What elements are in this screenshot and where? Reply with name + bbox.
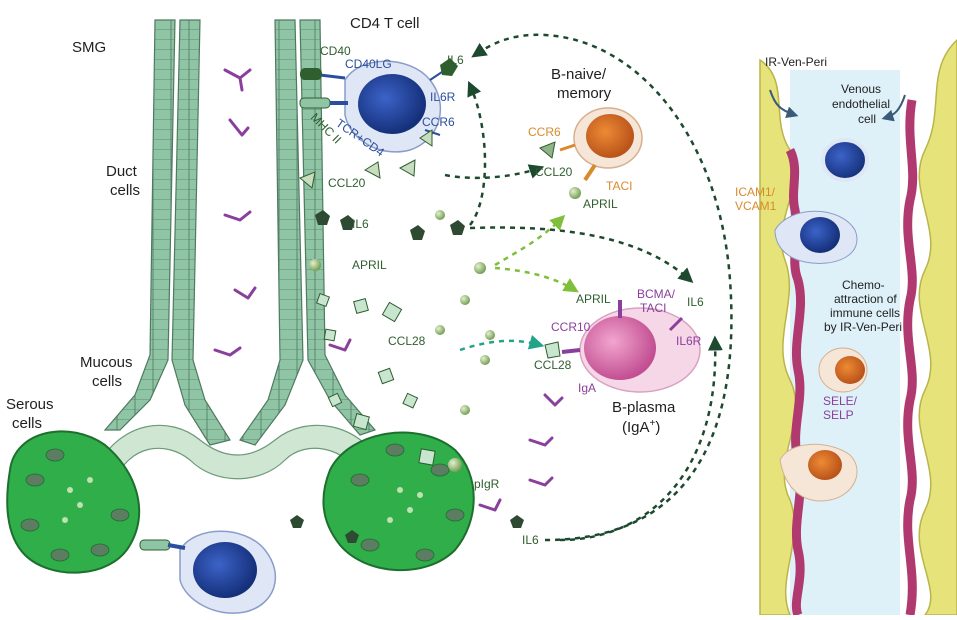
label-smg: SMG — [72, 39, 106, 56]
label-chemo-1: Chemo- — [842, 278, 885, 292]
arrow-ccl28-to-plasma — [459, 334, 545, 352]
b-naive-cell — [539, 107, 643, 199]
label-taci-b: TACI — [606, 179, 632, 193]
duct-system — [6, 19, 475, 574]
label-duct-2: cells — [110, 182, 140, 199]
label-icam-2: VCAM1 — [735, 199, 777, 213]
label-il6-bottom: IL6 — [522, 533, 539, 547]
ccl20-ligand-b — [539, 141, 556, 159]
label-il6-mid: IL6 — [352, 217, 369, 231]
april-ligands — [309, 210, 495, 472]
label-icam-1: ICAM1/ — [735, 185, 776, 199]
label-serous-1: Serous — [6, 396, 54, 413]
il6-ligands — [290, 210, 524, 543]
label-pigr: pIgR — [474, 477, 500, 491]
serous-acinus-left — [6, 430, 141, 574]
label-mucous-2: cells — [92, 373, 122, 390]
label-chemo-3: immune cells — [830, 306, 900, 320]
label-chemo-4: by IR-Ven-Peri — [824, 320, 902, 334]
label-sele-1: SELE/ — [823, 394, 858, 408]
taci-b-receptor — [583, 163, 597, 182]
cd4-t-cell-bottom — [139, 530, 276, 614]
label-il6-plasma: IL6 — [687, 295, 704, 309]
label-april-mid: APRIL — [352, 258, 387, 272]
label-ccr10: CCR10 — [551, 320, 591, 334]
serous-nuclei — [20, 443, 465, 562]
label-ir-ven-peri: IR-Ven-Peri — [765, 55, 827, 69]
label-mucous-1: Mucous — [80, 354, 133, 371]
arrow-il6-to-plasma — [469, 226, 694, 284]
label-bcma-1: BCMA/ — [637, 287, 676, 301]
label-cd40lg: CD40LG — [345, 57, 392, 71]
label-venous-1: Venous — [841, 82, 881, 96]
left-duct-wall-inner — [171, 19, 231, 446]
ccr6-b-receptor — [559, 143, 576, 152]
arrow-ccl20-to-b — [444, 164, 545, 180]
label-ccr6-b: CCR6 — [528, 125, 561, 139]
arrow-il6-bottom-to-plasma — [559, 335, 723, 542]
label-ccl20-left: CCL20 — [328, 176, 366, 190]
label-il6r-plasma: IL6R — [676, 334, 702, 348]
iga-antibodies — [213, 68, 564, 512]
il6r-plasma-receptor — [668, 316, 684, 332]
label-ccl28-mid: CCL28 — [388, 334, 426, 348]
label-venous-3: cell — [858, 112, 876, 126]
arrow-april-to-plasma — [494, 266, 579, 293]
label-cd4-t-cell: CD4 T cell — [350, 15, 419, 32]
ccl28-ligands — [315, 292, 436, 466]
ccl20-ligands — [299, 129, 433, 189]
label-sele-2: SELP — [823, 408, 854, 422]
mhc-ii — [299, 97, 331, 109]
april-ligand-b — [569, 187, 581, 199]
label-b-naive-1: B-naive/ — [551, 66, 607, 83]
ccl28-ligand-plasma — [544, 341, 561, 359]
b-plasma-cell — [544, 300, 701, 393]
label-cd40: CD40 — [320, 44, 351, 58]
label-il6-top: IL6 — [447, 53, 464, 67]
vessel-wall-right — [918, 38, 957, 616]
label-b-plasma-2: (IgA+) — [622, 418, 660, 436]
label-serous-2: cells — [12, 415, 42, 432]
vessel-panel — [759, 38, 957, 617]
arrow-il6-to-t — [467, 80, 487, 226]
label-bcma-2: TACI — [640, 301, 666, 315]
serous-granules — [62, 477, 423, 523]
label-iga: IgA — [578, 381, 596, 395]
label-b-naive-2: memory — [557, 85, 612, 102]
vessel-pink-left — [785, 147, 805, 617]
cd40-receptor — [300, 68, 322, 80]
vessel-pink-right — [903, 99, 918, 616]
label-ccr6-t: CCR6 — [422, 115, 455, 129]
label-duct-1: Duct — [106, 163, 138, 180]
label-ccl20-b: CCL20 — [535, 165, 573, 179]
cd40lg-receptor — [319, 73, 346, 80]
right-duct-wall — [299, 19, 377, 436]
arrow-il6-loop-top — [471, 33, 733, 542]
ccr10-receptor — [561, 348, 581, 354]
right-duct-wall-inner — [239, 19, 304, 446]
label-b-plasma-1: B-plasma — [612, 399, 676, 416]
label-april-plasma: APRIL — [576, 292, 611, 306]
label-chemo-2: attraction of — [834, 292, 897, 306]
vessel-t-cell-1 — [821, 138, 869, 182]
signal-arrows — [444, 33, 733, 542]
arrow-april-to-b — [494, 214, 566, 267]
left-duct-wall — [103, 19, 176, 431]
label-ccl28-plasma: CCL28 — [534, 358, 572, 372]
label-april-b: APRIL — [583, 197, 618, 211]
label-venous-2: endothelial — [832, 97, 890, 111]
il6-ligand-t — [440, 58, 458, 76]
label-il6r-t: IL6R — [430, 90, 456, 104]
cd4-t-cell — [299, 58, 458, 153]
